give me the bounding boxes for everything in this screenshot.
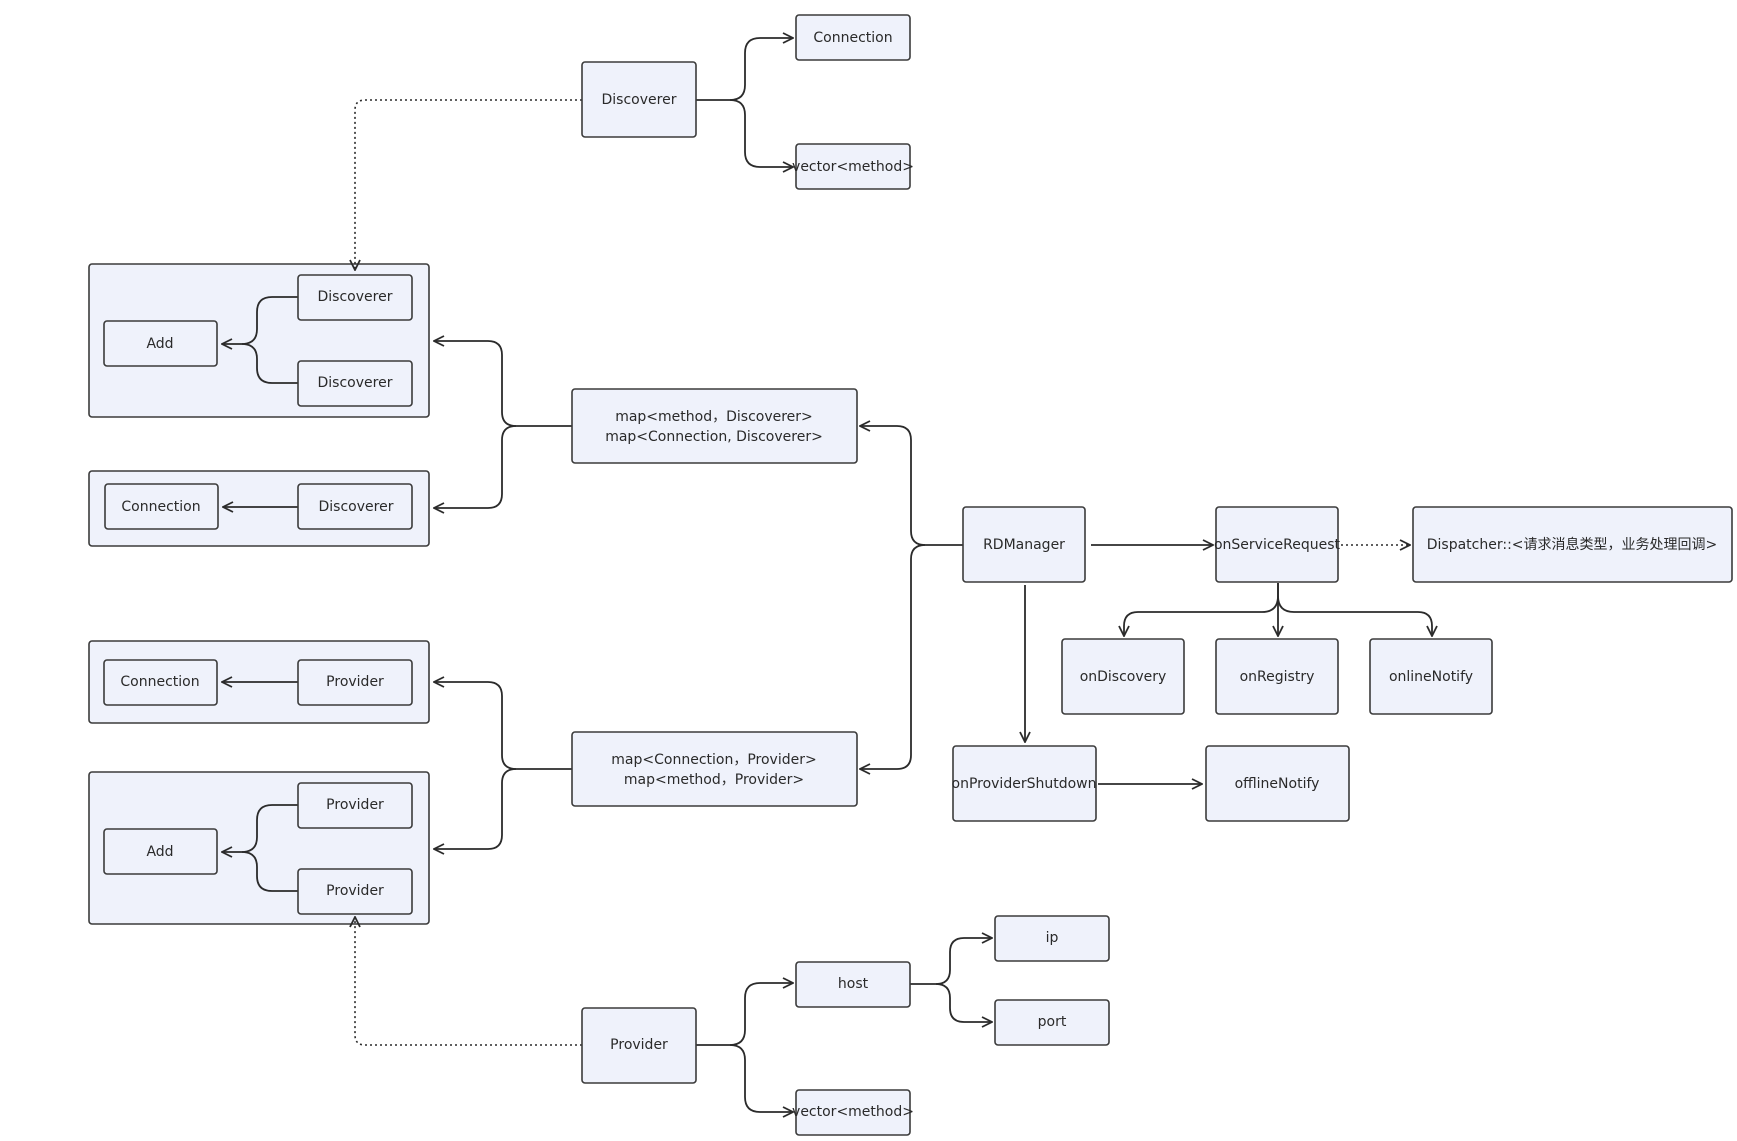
node-label: Provider: [326, 674, 384, 690]
edge-onservicerequest-to-onlinenotify: [1277, 595, 1432, 636]
node-g3-connection[interactable]: Connection: [103, 659, 218, 706]
node-offline-notify[interactable]: offlineNotify: [1205, 745, 1350, 822]
node-label: host: [838, 976, 869, 992]
edge-map-discoverer-to-group2: [434, 425, 517, 508]
edge-discoverer-dotted-to-group: [355, 99, 582, 270]
edge-g4-provider-a-to-add: [222, 804, 298, 852]
edge-g1-discoverer-a-to-add: [222, 296, 298, 344]
edge-provider-to-vector: [729, 1044, 793, 1112]
node-g4-provider-a[interactable]: Provider: [297, 782, 413, 829]
node-label: offlineNotify: [1235, 776, 1320, 792]
node-port[interactable]: port: [994, 999, 1110, 1046]
edge-rdmanager-to-map-provider: [860, 544, 926, 769]
node-map-provider[interactable]: map<Connection，Provider> map<method，Prov…: [571, 731, 858, 807]
node-label: vector<method>: [792, 159, 914, 175]
node-discoverer-top[interactable]: Discoverer: [581, 61, 697, 138]
edge-map-discoverer-to-group1: [434, 341, 572, 427]
node-on-provider-shutdown[interactable]: onProviderShutdown: [952, 745, 1097, 822]
node-label: onRegistry: [1240, 669, 1315, 685]
node-label: vector<method>: [792, 1104, 914, 1120]
node-label: Discoverer: [319, 499, 394, 515]
node-on-registry[interactable]: onRegistry: [1215, 638, 1339, 715]
node-online-notify[interactable]: onlineNotify: [1369, 638, 1493, 715]
node-g1-add[interactable]: Add: [103, 320, 218, 367]
node-label: Dispatcher::<请求消息类型，业务处理回调>: [1427, 536, 1718, 553]
node-label: Add: [146, 336, 173, 352]
edge-g1-discoverer-b-to-add: [241, 343, 298, 384]
edge-rdmanager-to-map-discoverer: [860, 426, 963, 546]
edge-discoverer-to-connection: [696, 38, 793, 101]
node-label: RDManager: [983, 537, 1065, 553]
node-label: Connection: [120, 674, 199, 690]
node-g4-add[interactable]: Add: [103, 828, 218, 875]
node-label-line1: map<Connection，Provider>: [611, 752, 816, 768]
edge-onservicerequest-to-ondiscovery: [1124, 583, 1279, 636]
node-label-line2: map<method，Provider>: [624, 772, 804, 788]
node-label: onlineNotify: [1389, 669, 1473, 685]
edge-g4-provider-b-to-add: [241, 851, 298, 892]
edge-host-to-ip: [910, 938, 992, 985]
node-g3-provider[interactable]: Provider: [297, 659, 413, 706]
edge-host-to-port: [935, 983, 992, 1022]
node-g4-provider-b[interactable]: Provider: [297, 868, 413, 915]
node-label: Provider: [326, 883, 384, 899]
edge-map-provider-to-group4: [434, 768, 517, 849]
node-host[interactable]: host: [795, 961, 911, 1008]
node-g1-discoverer-a[interactable]: Discoverer: [297, 274, 413, 321]
node-ip[interactable]: ip: [994, 915, 1110, 962]
node-g2-discoverer[interactable]: Discoverer: [297, 483, 413, 530]
node-label: ip: [1046, 930, 1059, 946]
node-g2-connection[interactable]: Connection: [104, 483, 219, 530]
edge-discoverer-to-vector: [729, 99, 793, 167]
node-g1-discoverer-b[interactable]: Discoverer: [297, 360, 413, 407]
node-label: Discoverer: [602, 92, 677, 108]
node-vector-method-top[interactable]: vector<method>: [792, 143, 914, 190]
node-rdmanager[interactable]: RDManager: [962, 506, 1086, 583]
node-label: Provider: [610, 1037, 668, 1053]
node-label: Add: [146, 844, 173, 860]
edge-provider-dotted-to-group: [355, 917, 582, 1046]
node-connection-top[interactable]: Connection: [795, 14, 911, 61]
node-provider-bottom[interactable]: Provider: [581, 1007, 697, 1084]
node-label: Discoverer: [318, 289, 393, 305]
node-label: Discoverer: [318, 375, 393, 391]
edge-provider-to-host: [696, 983, 793, 1046]
node-label: onServiceRequest: [1214, 537, 1341, 553]
node-vector-method-bottom[interactable]: vector<method>: [792, 1089, 914, 1136]
node-label: port: [1038, 1014, 1067, 1030]
node-on-service-request[interactable]: onServiceRequest: [1214, 506, 1341, 583]
node-label: Provider: [326, 797, 384, 813]
edge-map-provider-to-group3: [434, 682, 572, 770]
node-label-line2: map<Connection, Discoverer>: [605, 429, 823, 445]
node-map-discoverer[interactable]: map<method，Discoverer> map<Connection, D…: [571, 388, 858, 464]
node-label: Connection: [121, 499, 200, 515]
node-label-line1: map<method，Discoverer>: [615, 409, 813, 425]
node-on-discovery[interactable]: onDiscovery: [1061, 638, 1185, 715]
node-label: onProviderShutdown: [952, 776, 1097, 792]
node-label: onDiscovery: [1080, 669, 1167, 685]
node-label: Connection: [813, 30, 892, 46]
node-dispatcher[interactable]: Dispatcher::<请求消息类型，业务处理回调>: [1412, 506, 1733, 583]
